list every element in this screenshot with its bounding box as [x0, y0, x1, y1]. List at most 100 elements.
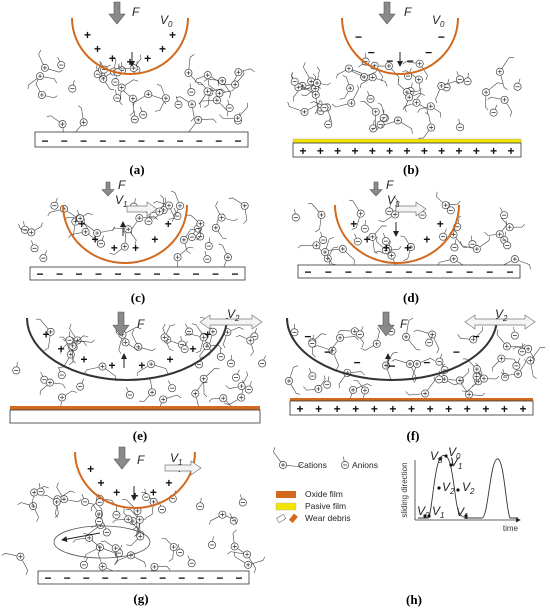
legend-passive-label: Pasive film — [305, 501, 346, 511]
panel-b: −−−−−−FV0+++++++++++++(b) — [287, 1, 522, 177]
charge-sign: − — [466, 265, 473, 279]
legend-debris-white — [276, 513, 287, 524]
charge-sign: + — [150, 486, 157, 500]
cation-icon — [199, 87, 226, 108]
panel-a: +++++++FV0−−−−−−−−−−−(a) — [27, 1, 255, 177]
panel-label: (c) — [131, 290, 145, 305]
velocity-symbol: V2 — [495, 307, 508, 323]
cation-icon — [112, 515, 138, 534]
cation-icon — [122, 499, 142, 531]
charge-sign: − — [235, 571, 242, 585]
graph-label-v3: V3 — [430, 449, 443, 465]
graph-point — [464, 514, 468, 518]
charge-sign: − — [102, 571, 109, 585]
charge-sign: − — [304, 329, 311, 343]
cation-icon — [117, 79, 139, 106]
charge-sign: − — [473, 329, 480, 343]
panel-label: (h) — [406, 592, 422, 607]
panel-d: ++++++FV3−−−−−−−−−−−(d) — [291, 178, 532, 305]
cation-icon — [436, 191, 461, 210]
cation-icon — [186, 214, 205, 241]
anion-icon — [501, 368, 509, 382]
charge-sign: − — [506, 265, 513, 279]
velocity-symbol: V1 — [170, 451, 182, 467]
cation-icon — [418, 112, 436, 139]
cation-icon — [360, 327, 381, 351]
cation-icon — [88, 502, 104, 528]
cation-icon — [109, 230, 129, 255]
cation-icon — [331, 85, 360, 108]
charge-sign: − — [41, 134, 48, 148]
charge-sign: + — [371, 402, 378, 416]
oxide-film — [290, 398, 533, 401]
charge-sign: − — [61, 134, 68, 148]
charge-sign: + — [43, 327, 50, 341]
anion-icon — [258, 355, 267, 368]
panel-label: (b) — [403, 162, 419, 177]
velocity-arrow — [126, 201, 158, 217]
charge-sign: + — [455, 144, 462, 158]
anion-icon — [319, 231, 328, 244]
anion-icon — [203, 250, 212, 264]
charge-sign: − — [216, 571, 223, 585]
anion-icon — [139, 106, 148, 119]
graph-label-v2b: V2 — [462, 480, 475, 496]
panel-e: ++++++++FV2(e) — [9, 307, 267, 443]
anion-icon — [238, 494, 247, 507]
legend-debris-label: Wear debris — [305, 513, 351, 523]
anion-icon — [68, 80, 77, 93]
charge-sign: − — [486, 265, 493, 279]
cation-icon — [360, 101, 380, 131]
cation-icon — [203, 76, 232, 99]
anion-icon — [95, 493, 104, 507]
cation-icon — [487, 95, 513, 117]
cation-icon — [209, 510, 237, 525]
cation-icon — [359, 73, 388, 88]
force-symbol: F — [400, 317, 408, 331]
cation-icon — [161, 538, 178, 562]
cation-icon — [378, 197, 400, 223]
charge-sign: − — [388, 359, 395, 373]
charge-sign: + — [131, 489, 138, 503]
anion-icon — [65, 331, 74, 345]
cation-icon — [126, 520, 145, 546]
substrate — [292, 142, 522, 158]
charge-sign: + — [507, 144, 514, 158]
charge-sign: + — [80, 353, 87, 367]
velocity-symbol: V0 — [160, 13, 173, 29]
oxide-film — [10, 406, 260, 410]
charge-sign: + — [482, 402, 489, 416]
anion-icon — [185, 323, 194, 336]
panel-label: (a) — [129, 162, 144, 177]
cation-icon — [64, 214, 88, 234]
anion-icon — [196, 497, 205, 511]
charge-sign: − — [95, 267, 102, 281]
panel-label: (e) — [133, 428, 147, 443]
charge-sign: + — [464, 402, 471, 416]
anion-icon — [36, 483, 45, 496]
anion-icon — [379, 109, 388, 122]
anion-icon — [12, 361, 21, 375]
panel-g: +++++++FV1−−−−−−−−−−−(g) — [1, 446, 266, 606]
anion-icon — [324, 116, 333, 129]
cation-icon — [526, 347, 546, 379]
force-symbol: F — [118, 178, 126, 192]
anion-icon — [512, 357, 521, 370]
anion-icon — [244, 381, 253, 394]
velocity-symbol: V2 — [227, 307, 240, 323]
anion-icon — [323, 376, 332, 389]
charge-sign: + — [169, 28, 176, 42]
charge-sign: − — [114, 267, 121, 281]
charge-sign: + — [427, 402, 434, 416]
cation-icon — [188, 115, 217, 136]
anion-icon — [95, 512, 103, 526]
oxide-film-tip — [62, 204, 188, 264]
charge-sign: + — [78, 217, 85, 231]
charge-sign: + — [296, 402, 303, 416]
anion-icon — [180, 340, 189, 354]
charge-sign: + — [132, 241, 139, 255]
anion-icon — [439, 228, 448, 241]
anion-icon — [510, 326, 519, 340]
anion-icon — [425, 334, 434, 347]
charge-sign: − — [438, 30, 445, 44]
